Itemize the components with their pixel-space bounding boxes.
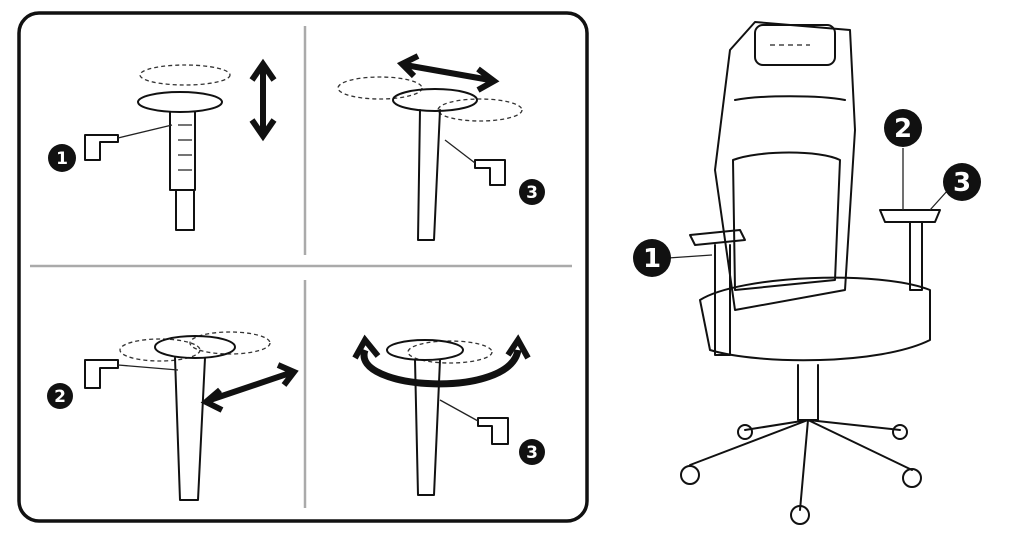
step-slide-sideways: 2: [47, 331, 299, 501]
hand-pointer-icon: [84, 134, 119, 161]
left-right-arrow-icon: [396, 53, 500, 93]
hand-pointer-icon: [84, 359, 119, 389]
step-height-adjust: 1: [48, 58, 277, 231]
rotate-arrow-icon: [360, 348, 522, 388]
chair-callout-2: 2: [894, 114, 912, 144]
hand-pointer-icon: [474, 159, 506, 186]
instruction-panel-frame: [17, 11, 589, 523]
step-badge-3: 3: [526, 183, 538, 203]
step-badge-2: 2: [54, 387, 66, 407]
up-down-arrow-icon: [249, 58, 277, 142]
step-slide-forward-back: 3: [337, 53, 545, 241]
step-badge-1: 1: [56, 149, 68, 169]
chair-callout-3: 3: [953, 168, 971, 198]
hand-pointer-icon: [477, 417, 509, 445]
step-badge-3: 3: [526, 443, 538, 463]
gaming-chair-illustration: 1 2 3: [633, 21, 981, 525]
diagonal-arrow-icon: [200, 362, 299, 413]
chair-callout-1: 1: [643, 244, 661, 274]
step-rotate: 3: [352, 334, 545, 496]
